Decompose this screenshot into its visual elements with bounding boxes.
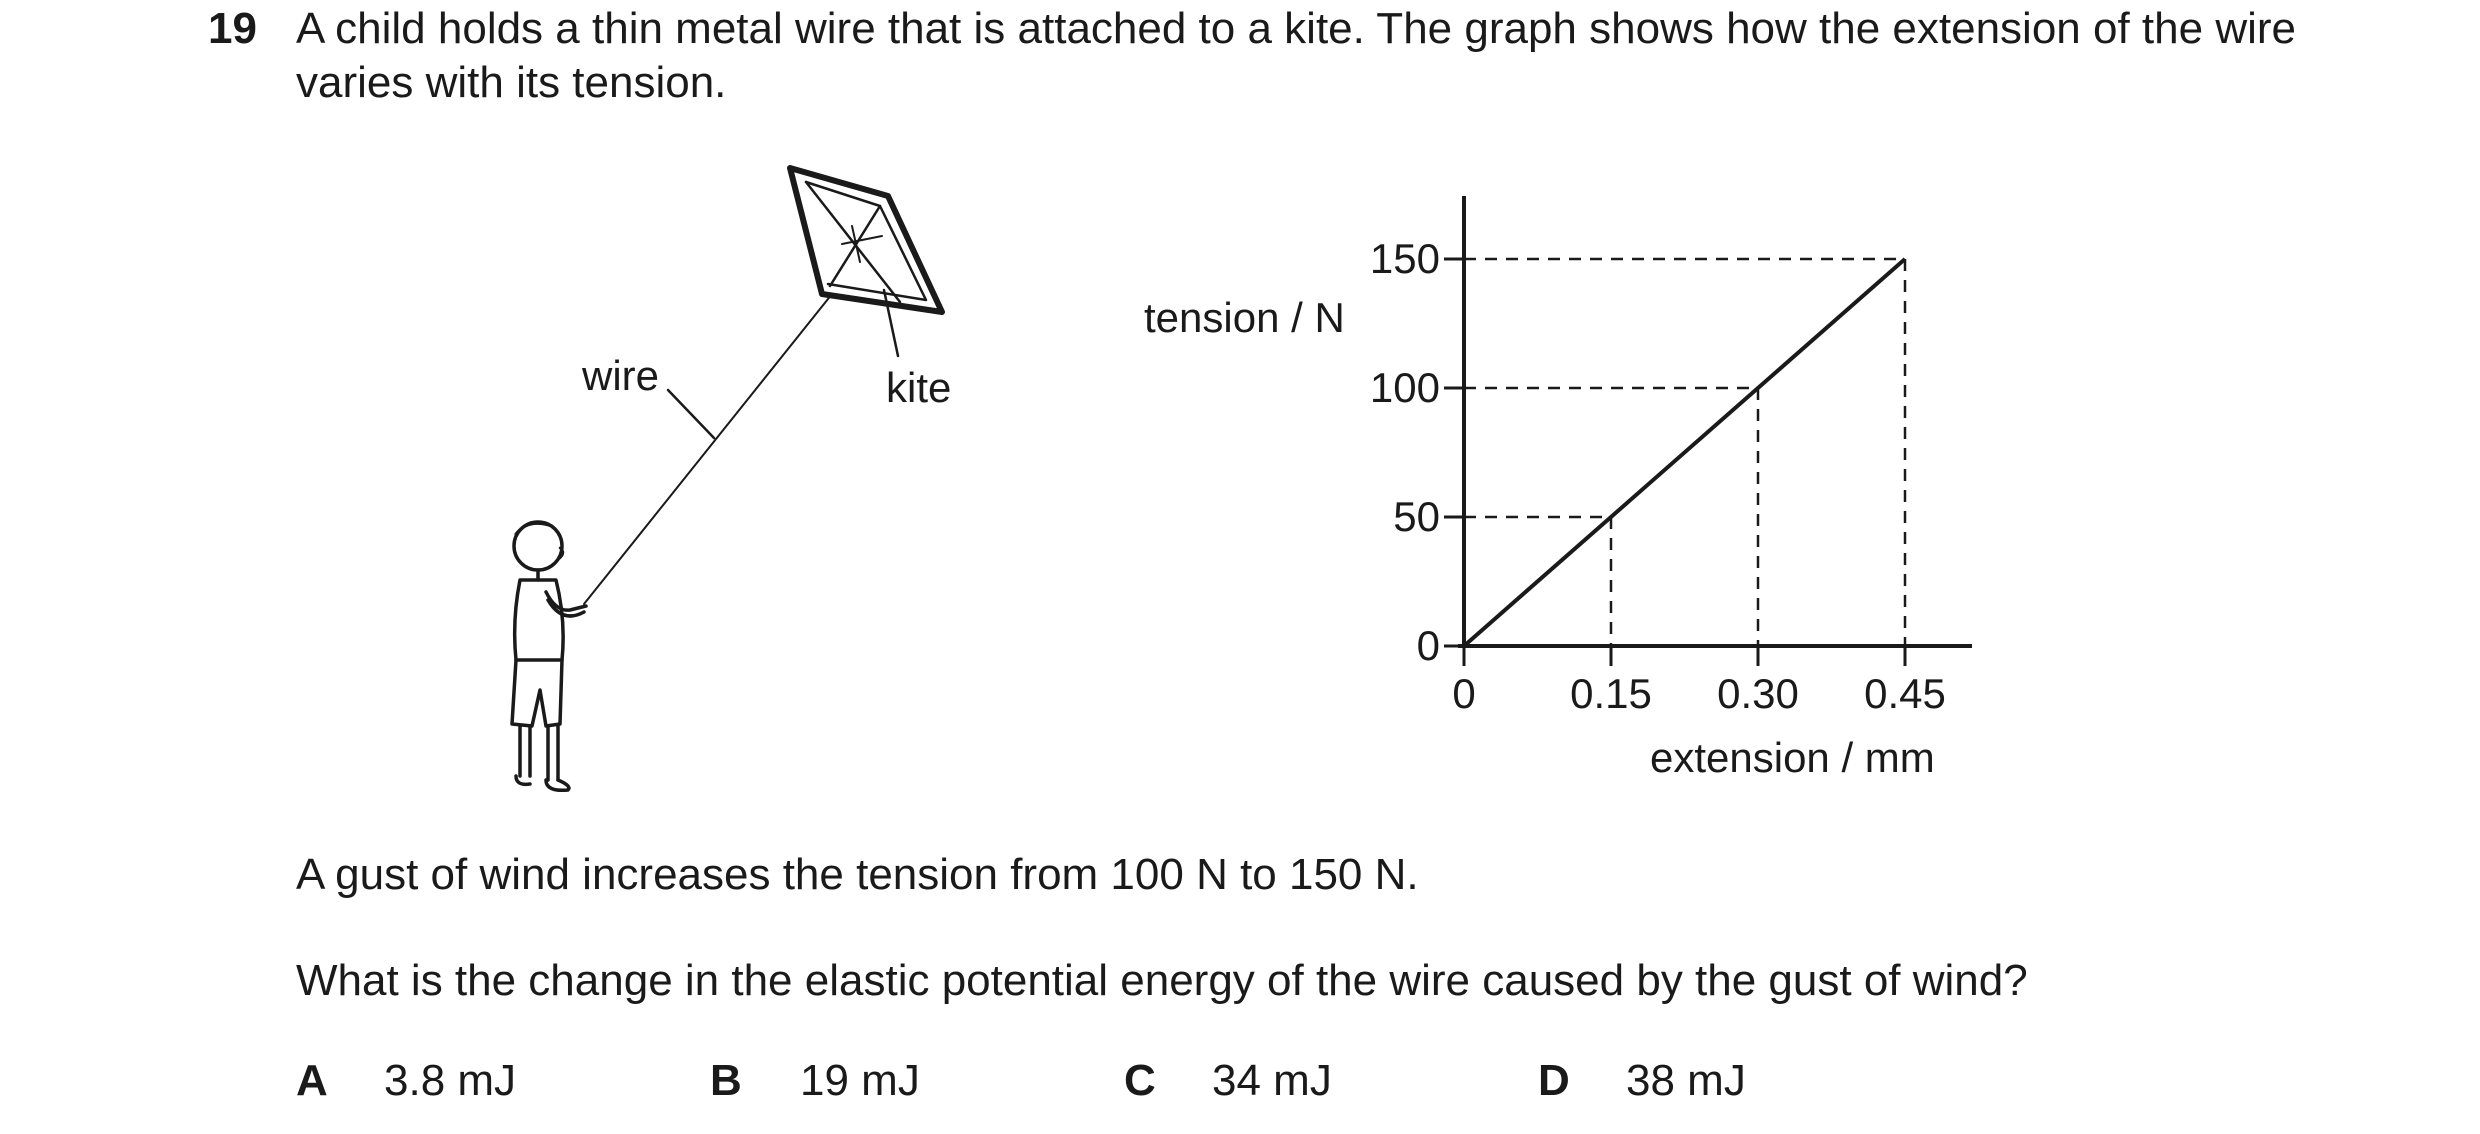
wire-line — [583, 293, 833, 605]
x-tick-label: 0.30 — [1717, 670, 1799, 717]
tension-extension-graph: 0 50 100 150 0 0.15 0.30 0.45 tension / N exten… — [1144, 196, 1972, 781]
chart-x-axis-label: extension / mm — [1650, 734, 1935, 781]
option-a-value[interactable]: 3.8 mJ — [384, 1056, 517, 1105]
y-tick-label: 100 — [1370, 364, 1440, 411]
wire-leader-line — [666, 388, 716, 440]
x-tick-label: 0.45 — [1864, 670, 1946, 717]
kite-leader-line — [882, 288, 900, 358]
kite-label: kite — [886, 364, 951, 411]
option-b-value[interactable]: 19 mJ — [800, 1056, 920, 1105]
question-number: 19 — [208, 4, 257, 53]
chart-tick-labels: 0 50 100 150 0 0.15 0.30 0.45 — [1370, 235, 1946, 717]
x-tick-label: 0 — [1452, 670, 1475, 717]
option-c-letter[interactable]: C — [1124, 1056, 1156, 1105]
chart-ticks — [1444, 257, 1907, 666]
option-b-letter[interactable]: B — [710, 1056, 742, 1105]
question-info: A gust of wind increases the tension fro… — [296, 850, 1419, 899]
option-d-value[interactable]: 38 mJ — [1626, 1056, 1746, 1105]
kite-shape — [787, 165, 945, 315]
chart-y-axis-label: tension / N — [1144, 294, 1345, 341]
chart-axes — [1458, 196, 1972, 648]
chart-guide-lines — [1464, 257, 1907, 646]
series-line — [1462, 257, 1907, 648]
x-tick-label: 0.15 — [1570, 670, 1652, 717]
question-prompt: What is the change in the elastic potent… — [296, 956, 2028, 1005]
option-a-letter[interactable]: A — [296, 1056, 328, 1105]
y-tick-label: 150 — [1370, 235, 1440, 282]
option-c-value[interactable]: 34 mJ — [1212, 1056, 1332, 1105]
chart-series — [1462, 257, 1907, 648]
kite-illustration — [510, 165, 945, 793]
y-tick-label: 0 — [1417, 622, 1440, 669]
y-tick-label: 50 — [1393, 493, 1440, 540]
question-stem: A child holds a thin metal wire that is … — [296, 4, 2296, 107]
option-d-letter[interactable]: D — [1538, 1056, 1570, 1105]
wire-label: wire — [581, 352, 659, 399]
child-figure — [510, 520, 588, 793]
